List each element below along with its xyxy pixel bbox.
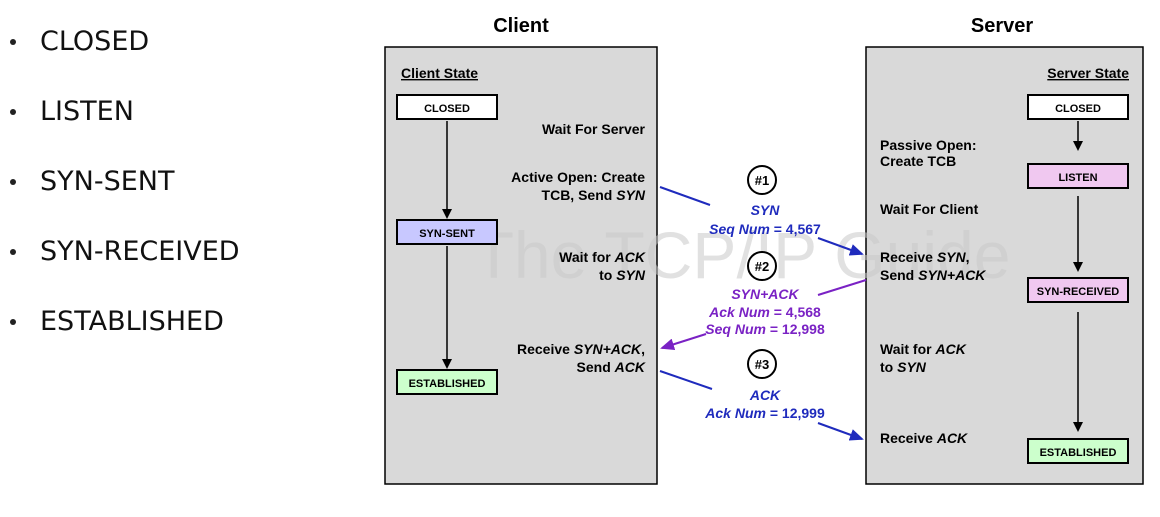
bullet-item-syn-sent: SYN-SENT bbox=[10, 162, 240, 232]
message-synack-arrow-tail bbox=[817, 279, 867, 296]
server-action-passive-open-line1: Passive Open: bbox=[880, 137, 977, 153]
message-syn-name: SYN bbox=[751, 202, 781, 218]
client-state-syn-sent-label: SYN-SENT bbox=[419, 228, 475, 240]
bullet-item-syn-received: SYN-RECEIVED bbox=[10, 232, 240, 302]
bullet-dot bbox=[10, 39, 16, 45]
message-ack-name: ACK bbox=[749, 387, 781, 403]
message-ack-arrow-tail bbox=[659, 370, 713, 390]
server-state-closed bbox=[1027, 94, 1129, 120]
server-action-wait-ack-line1: Wait for ACK bbox=[880, 341, 967, 357]
server-state-label: Server State bbox=[1047, 65, 1129, 81]
client-state-closed bbox=[396, 94, 498, 120]
message-ack-num: Ack Num = 12,999 bbox=[704, 405, 825, 421]
server-state-listen-label: LISTEN bbox=[1058, 172, 1097, 184]
bullet-label: ESTABLISHED bbox=[40, 306, 224, 337]
message-number: #3 bbox=[755, 357, 769, 372]
client-action-receive-synack-line2: Send ACK bbox=[577, 359, 646, 375]
client-state-label: Client State bbox=[401, 65, 478, 81]
message-synack-seq: Seq Num = 12,998 bbox=[705, 321, 825, 337]
bullet-dot bbox=[10, 109, 16, 115]
bullet-dot bbox=[10, 319, 16, 325]
message-number-badge bbox=[747, 165, 777, 195]
bullet-item-closed: CLOSED bbox=[10, 22, 240, 92]
bullet-label: SYN-SENT bbox=[40, 166, 175, 197]
message-syn-arrow bbox=[817, 237, 864, 256]
server-action-receive-ack: Receive ACK bbox=[880, 430, 968, 446]
client-action-wait-server: Wait For Server bbox=[542, 121, 646, 137]
server-state-syn-received bbox=[1027, 277, 1129, 303]
bullet-dot bbox=[10, 249, 16, 255]
message-ack-arrow bbox=[817, 422, 864, 441]
server-action-wait-client: Wait For Client bbox=[880, 201, 979, 217]
bullet-list: CLOSED LISTEN SYN-SENT SYN-RECEIVED ESTA… bbox=[10, 22, 240, 372]
message-number-badge bbox=[747, 349, 777, 379]
bullet-dot bbox=[10, 179, 16, 185]
client-state-established-label: ESTABLISHED bbox=[409, 378, 486, 390]
message-number: #2 bbox=[755, 259, 769, 274]
server-state-established-label: ESTABLISHED bbox=[1040, 447, 1117, 459]
bullet-item-listen: LISTEN bbox=[10, 92, 240, 162]
server-title: Server bbox=[971, 15, 1033, 37]
watermark: The TCP/IP Guide bbox=[474, 218, 1011, 292]
message-number: #1 bbox=[755, 173, 769, 188]
client-action-wait-ack-line2: to SYN bbox=[599, 267, 646, 283]
message-synack-arrow bbox=[660, 333, 707, 351]
server-state-listen bbox=[1027, 163, 1129, 189]
bullet-label: CLOSED bbox=[40, 26, 150, 57]
client-action-wait-ack-line1: Wait for ACK bbox=[559, 249, 646, 265]
client-action-active-open-line2: TCB, Send SYN bbox=[542, 187, 646, 203]
server-action-receive-syn-line1: Receive SYN, bbox=[880, 249, 970, 265]
server-action-passive-open-line2: Create TCB bbox=[880, 153, 956, 169]
message-synack-ack: Ack Num = 4,568 bbox=[708, 304, 821, 320]
server-action-receive-syn-line2: Send SYN+ACK bbox=[880, 267, 986, 283]
bullet-label: LISTEN bbox=[40, 96, 134, 127]
client-title: Client bbox=[493, 15, 549, 37]
client-state-closed-label: CLOSED bbox=[424, 103, 470, 115]
client-action-receive-synack-line1: Receive SYN+ACK, bbox=[517, 341, 645, 357]
server-state-established bbox=[1027, 438, 1129, 464]
message-number-badge bbox=[747, 251, 777, 281]
bullet-item-established: ESTABLISHED bbox=[10, 302, 240, 372]
bullet-label: SYN-RECEIVED bbox=[40, 236, 240, 267]
client-state-established bbox=[396, 369, 498, 395]
server-action-wait-ack-line2: to SYN bbox=[880, 359, 927, 375]
client-state-syn-sent bbox=[396, 219, 498, 245]
message-synack-name: SYN+ACK bbox=[731, 286, 799, 302]
server-state-closed-label: CLOSED bbox=[1055, 103, 1101, 115]
message-syn-seq: Seq Num = 4,567 bbox=[709, 221, 821, 237]
server-state-syn-received-label: SYN-RECEIVED bbox=[1037, 286, 1120, 298]
message-syn-arrow-tail bbox=[659, 186, 711, 206]
client-action-active-open-line1: Active Open: Create bbox=[511, 169, 645, 185]
